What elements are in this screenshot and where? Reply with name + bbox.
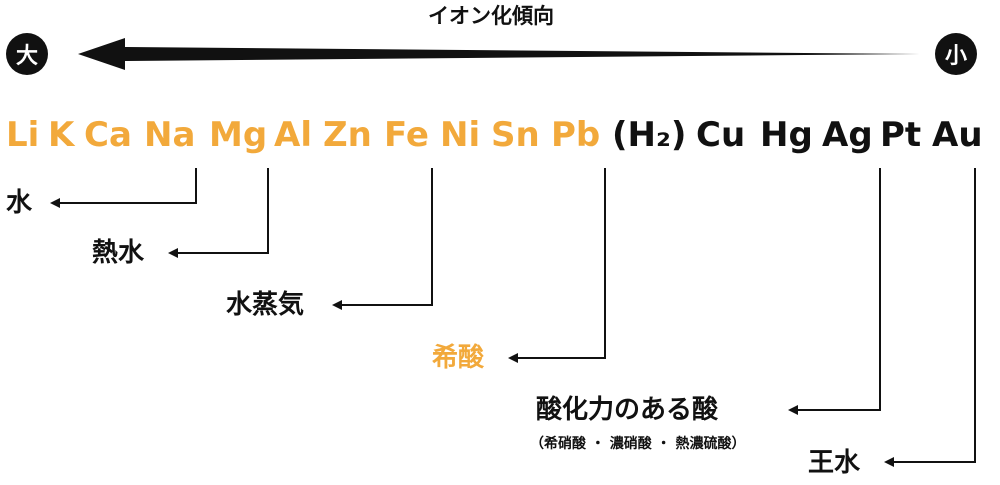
bracket-hot-water: [168, 168, 269, 258]
bracket-dilute-acid: [508, 168, 606, 363]
label-aqua-regia: 王水: [808, 448, 861, 478]
label-steam: 水蒸気: [226, 290, 305, 320]
bracket-aqua-regia: [884, 168, 976, 467]
diagram-title: イオン化傾向: [428, 4, 554, 28]
element-li: Li: [6, 115, 40, 155]
element-zn: Zn: [323, 115, 372, 155]
bracket-oxidizing-acid: [788, 168, 881, 415]
label-dilute-acid: 希酸: [432, 343, 485, 373]
small-badge: 小: [935, 33, 977, 75]
element-ag: Ag: [822, 115, 873, 155]
element-mg: Mg: [209, 115, 268, 155]
element-pt: Pt: [880, 115, 922, 155]
bracket-water: [50, 168, 197, 208]
element-h2: (H₂): [612, 115, 687, 155]
element-pb: Pb: [551, 115, 601, 155]
element-ni: Ni: [440, 115, 481, 155]
element-al: Al: [274, 115, 312, 155]
element-hg: Hg: [760, 115, 813, 155]
element-ca: Ca: [84, 115, 132, 155]
element-au: Au: [932, 115, 983, 155]
label-hot-water: 熱水: [92, 238, 145, 268]
element-fe: Fe: [384, 115, 429, 155]
element-sn: Sn: [491, 115, 540, 155]
element-cu: Cu: [696, 115, 746, 155]
label-water: 水: [6, 188, 33, 218]
element-k: K: [48, 115, 75, 155]
element-na: Na: [144, 115, 196, 155]
large-badge: 大: [6, 33, 48, 75]
tendency-arrow: [78, 38, 920, 70]
label-oxidizing-acid-note: （希硝酸 ・ 濃硝酸 ・ 熱濃硫酸）: [530, 436, 746, 452]
label-oxidizing-acid: 酸化力のある酸: [536, 395, 719, 425]
bracket-steam: [332, 168, 433, 310]
